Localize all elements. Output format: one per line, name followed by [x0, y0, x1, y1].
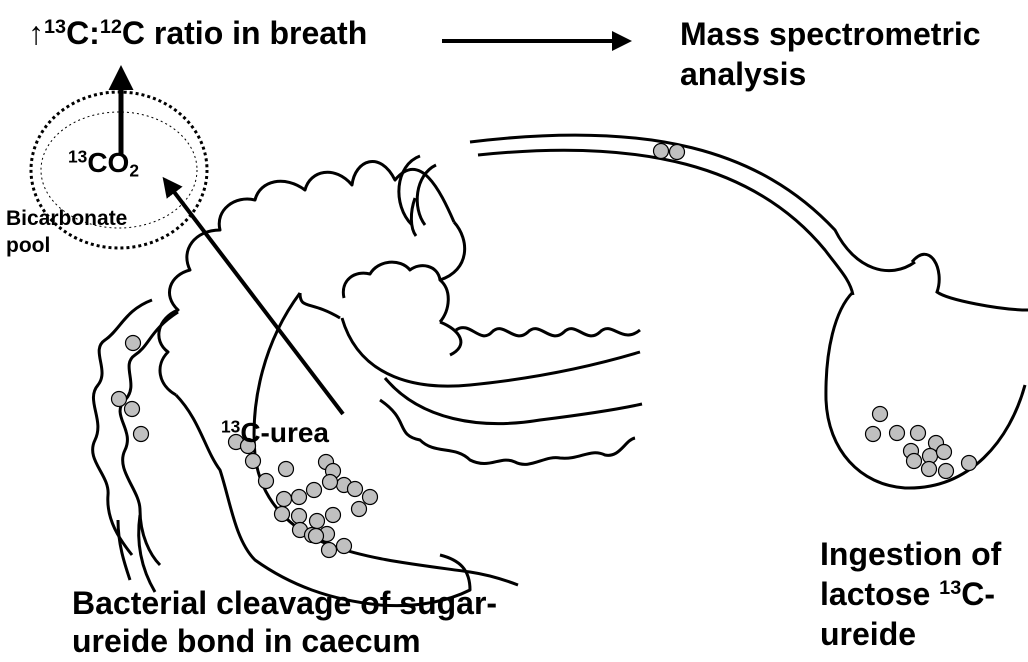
co2-label: 13CO2: [68, 146, 139, 180]
ingestion-lactose: lactose: [820, 576, 939, 612]
particle: [670, 145, 685, 160]
particle: [307, 483, 322, 498]
bicarbonate-line2: pool: [6, 232, 127, 259]
arrow-urea-to-co2: [165, 180, 343, 414]
particle: [873, 407, 888, 422]
urea-iso: 13: [221, 416, 240, 436]
particle: [911, 426, 926, 441]
ingestion-carbon: C-: [961, 576, 995, 612]
particle: [309, 529, 324, 544]
ingestion-line2: lactose 13C-: [820, 574, 1001, 614]
particle: [246, 454, 261, 469]
particle: [322, 543, 337, 558]
ingestion-iso: 13: [939, 577, 961, 599]
particle: [890, 426, 905, 441]
ingestion-label: Ingestion of lactose 13C- ureide: [820, 534, 1001, 654]
particle: [363, 490, 378, 505]
breath-ratio-text: C ratio in breath: [122, 15, 367, 51]
breath-ratio-label: ↑13C:12C ratio in breath: [28, 14, 367, 52]
particle: [939, 464, 954, 479]
particle: [866, 427, 881, 442]
breath-iso13: 13: [44, 16, 66, 38]
particle: [937, 445, 952, 460]
breath-carbon: C:: [66, 15, 100, 51]
particle: [125, 402, 140, 417]
particle: [292, 509, 307, 524]
particle: [277, 492, 292, 507]
ingestion-line1: Ingestion of: [820, 534, 1001, 574]
particle: [275, 507, 290, 522]
urea-body: C-urea: [240, 417, 329, 448]
particle: [279, 462, 294, 477]
particle: [922, 462, 937, 477]
bacterial-cleavage-label: Bacterial cleavage of sugar- ureide bond…: [72, 584, 497, 661]
co2-iso: 13: [68, 146, 87, 166]
mass-spec-line2: analysis: [680, 54, 981, 94]
co2-body: CO: [87, 147, 129, 178]
particle: [292, 490, 307, 505]
oesophagus: [399, 135, 915, 295]
particle: [112, 392, 127, 407]
particle: [348, 482, 363, 497]
particle-group: [112, 144, 977, 558]
particle: [326, 508, 341, 523]
particle: [134, 427, 149, 442]
ingestion-line3: ureide: [820, 614, 1001, 654]
co2-subscript: 2: [129, 160, 139, 180]
urea-label: 13C-urea: [221, 416, 329, 450]
particle: [654, 144, 669, 159]
particle: [259, 474, 274, 489]
mass-spec-label: Mass spectrometric analysis: [680, 14, 981, 94]
particle: [352, 502, 367, 517]
bicarbonate-line1: Bicarbonate: [6, 205, 127, 232]
bacterial-line1: Bacterial cleavage of sugar-: [72, 584, 497, 622]
particle: [907, 454, 922, 469]
particle: [337, 539, 352, 554]
particle: [310, 514, 325, 529]
bicarbonate-pool-label: Bicarbonate pool: [6, 205, 127, 260]
particle: [962, 456, 977, 471]
mass-spec-line1: Mass spectrometric: [680, 14, 981, 54]
particle: [126, 336, 141, 351]
bacterial-line2: ureide bond in caecum: [72, 622, 497, 660]
particle: [323, 475, 338, 490]
up-arrow-glyph: ↑: [28, 15, 44, 51]
breath-iso12: 12: [100, 16, 122, 38]
